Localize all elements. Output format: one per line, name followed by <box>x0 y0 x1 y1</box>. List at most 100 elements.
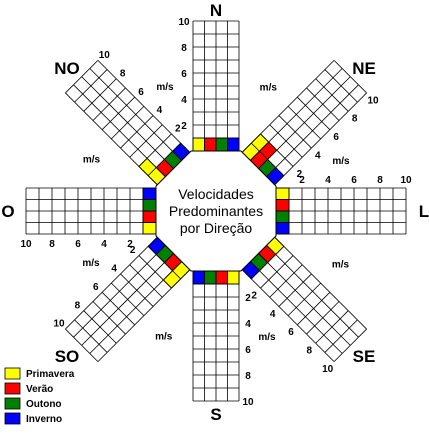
grid-line-ne <box>287 106 321 140</box>
direction-label-s: S <box>210 405 221 424</box>
unit-label-se: m/s <box>332 259 350 270</box>
lane-line-ne <box>241 60 335 153</box>
arm-o <box>25 187 157 235</box>
grid-line-so <box>111 282 145 316</box>
arm-n <box>192 20 240 152</box>
legend-label-verao: Verão <box>26 384 53 395</box>
tick-label-l: 8 <box>377 175 383 186</box>
grid-line-se <box>269 264 303 298</box>
grid-line-so <box>83 310 117 344</box>
grid-line-ne <box>260 133 294 167</box>
grid-line-se <box>297 292 331 326</box>
arm-se <box>241 236 367 362</box>
tick-label-se: 6 <box>288 327 294 338</box>
grid-line-ne <box>315 78 349 112</box>
bar-n-inverno <box>227 137 240 152</box>
direction-label-no: NO <box>54 59 80 78</box>
bar-s-primavera <box>227 270 240 285</box>
direction-label-o: O <box>1 202 14 221</box>
grid-line-no <box>138 133 172 167</box>
arm-l <box>275 187 407 235</box>
grid-line-se <box>324 319 358 353</box>
grid-line-so <box>101 292 135 326</box>
chart-center: Velocidades Predominantes por Direção <box>155 150 277 272</box>
tick-label-l: 4 <box>325 175 331 186</box>
grid-line-so <box>120 273 154 307</box>
bar-n-outono <box>215 137 228 152</box>
lane-line-se <box>241 269 335 362</box>
direction-label-n: N <box>210 1 222 20</box>
tick-label-o: 10 <box>20 239 32 250</box>
bar-n-verao <box>204 137 217 152</box>
tick-label-so: 10 <box>53 319 65 330</box>
bar-o-primavera <box>142 222 157 235</box>
tick-label-no: 4 <box>157 105 163 116</box>
tick-label-se: 2 <box>251 290 257 301</box>
tick-label-se: 4 <box>270 309 276 320</box>
grid-line-se <box>260 255 294 289</box>
grid-line-no <box>120 115 154 149</box>
legend-label-primavera: Primavera <box>26 369 75 380</box>
tick-label-se: 10 <box>322 364 334 375</box>
tick-label-s: 2 <box>245 293 251 304</box>
center-title-line-3: por Direção <box>180 220 253 236</box>
tick-label-so: 2 <box>130 245 136 256</box>
grid-line-se <box>278 273 312 307</box>
tick-label-se: 8 <box>307 346 313 357</box>
unit-label-s: m/s <box>258 332 276 343</box>
bar-s-inverno <box>192 270 205 285</box>
grid-line-se <box>251 246 285 280</box>
grid-line-ne <box>306 87 340 121</box>
unit-label-l: m/s <box>332 156 350 167</box>
tick-label-so: 6 <box>93 282 99 293</box>
grid-line-ne <box>278 115 312 149</box>
arm-so <box>65 236 191 362</box>
legend-swatch-outono <box>4 397 21 410</box>
grid-line-ne <box>324 69 358 103</box>
tick-label-s: 8 <box>245 371 251 382</box>
grid-line-so <box>65 328 99 362</box>
tick-label-o: 4 <box>101 239 107 250</box>
tick-label-o: 8 <box>49 239 55 250</box>
tick-label-ne: 6 <box>333 132 339 143</box>
tick-label-ne: 8 <box>352 114 358 125</box>
tick-label-o: 6 <box>75 239 81 250</box>
bar-s-verao <box>215 270 228 285</box>
legend-label-inverno: Inverno <box>26 414 62 425</box>
bar-l-primavera <box>275 187 290 200</box>
unit-label-ne: m/s <box>260 83 278 94</box>
legend-swatch-primavera <box>4 367 21 380</box>
tick-label-no: 6 <box>138 87 144 98</box>
direction-label-so: SO <box>55 347 80 366</box>
center-title-line-2: Predominantes <box>169 203 263 219</box>
grid-line-no <box>111 106 145 140</box>
tick-label-n: 10 <box>178 17 190 28</box>
grid-line-se <box>306 301 340 335</box>
grid-line-no <box>74 69 108 103</box>
tick-label-no: 8 <box>120 68 126 79</box>
grid-line-no <box>65 60 99 94</box>
unit-label-so: m/s <box>155 332 173 343</box>
legend-swatch-inverno <box>4 412 21 425</box>
tick-label-so: 8 <box>75 300 81 311</box>
grid-line-ne <box>251 142 285 176</box>
tick-label-no: 10 <box>99 50 111 61</box>
tick-label-l: 10 <box>400 175 412 186</box>
grid-line-ne <box>269 124 303 158</box>
tick-label-s: 10 <box>242 397 254 408</box>
tick-label-n: 8 <box>181 43 187 54</box>
tick-label-n: 6 <box>181 69 187 80</box>
legend-swatch-verao <box>4 382 21 395</box>
unit-label-n: m/s <box>156 82 174 93</box>
center-title-line-1: Velocidades <box>178 186 254 202</box>
tick-label-n: 2 <box>181 121 187 132</box>
bar-n-primavera <box>192 137 205 152</box>
lane-line-se <box>274 236 367 330</box>
grid-line-so <box>129 264 163 298</box>
tick-label-ne: 2 <box>297 169 303 180</box>
tick-label-no: 2 <box>175 124 181 135</box>
grid-line-so <box>147 246 181 280</box>
